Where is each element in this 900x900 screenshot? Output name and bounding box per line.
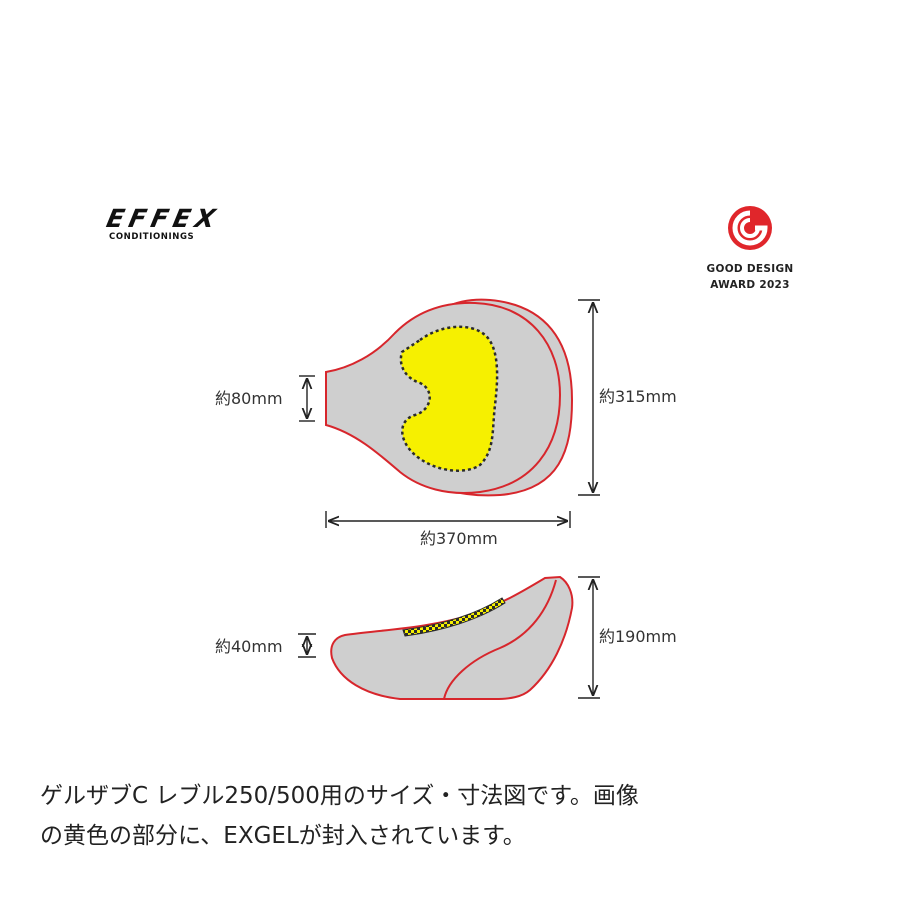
- side-view-contour: [443, 579, 557, 700]
- good-design-award-icon: [728, 206, 772, 250]
- dimension-lines-side: [298, 576, 600, 699]
- caption: ゲルザブC レブル250/500用のサイズ・寸法図です。画像 の黄色の部分に、E…: [40, 776, 880, 856]
- award-line-2: AWARD 2023: [710, 279, 790, 291]
- caption-line-2: の黄色の部分に、EXGELが封入されています。: [40, 823, 526, 849]
- effex-subtitle: CONDITIONINGS: [109, 232, 195, 242]
- award-line-1: GOOD DESIGN: [706, 263, 794, 275]
- label-315mm: 約315mm: [599, 387, 677, 406]
- top-view: [325, 298, 574, 497]
- dimension-lines-top: [299, 299, 600, 528]
- label-190mm: 約190mm: [599, 627, 677, 646]
- gel-area-side: [402, 597, 506, 637]
- effex-logo: EFFEX CONDITIONINGS: [104, 204, 249, 243]
- label-40mm: 約40mm: [215, 637, 283, 656]
- side-view: [330, 575, 574, 700]
- good-design-award: GOOD DESIGN AWARD 2023: [700, 205, 800, 295]
- label-80mm: 約80mm: [215, 389, 283, 408]
- gel-area-top: [399, 325, 499, 472]
- label-370mm: 約370mm: [420, 529, 498, 548]
- caption-line-1: ゲルザブC レブル250/500用のサイズ・寸法図です。画像: [40, 783, 639, 809]
